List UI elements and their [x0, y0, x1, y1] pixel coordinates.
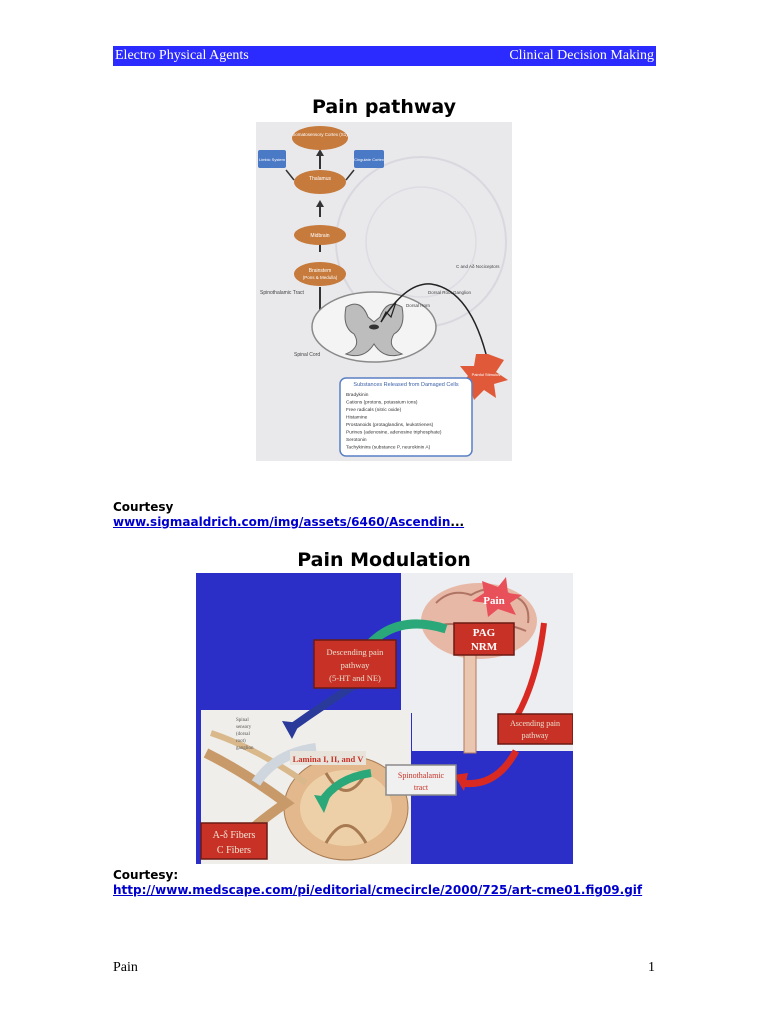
ganglion-label: Spinal sensory (dorsal root) ganglion	[236, 718, 254, 751]
svg-text:C and Aδ Nociceptors: C and Aδ Nociceptors	[456, 264, 500, 269]
svg-text:sensory: sensory	[236, 725, 252, 730]
brainstem-node: Brainstem (Pons & Medulla)	[294, 262, 346, 286]
thalamus-node: Thalamus	[294, 170, 346, 194]
spinothalamic-tract-box: Spinothalamic tract	[385, 764, 457, 796]
sigmaaldrich-link[interactable]: www.sigmaaldrich.com/img/assets/6460/Asc…	[113, 515, 464, 529]
svg-text:PAG: PAG	[473, 627, 496, 639]
svg-text:Pain: Pain	[483, 595, 504, 607]
svg-text:tract: tract	[414, 783, 429, 792]
svg-text:Lamina I, II, and V: Lamina I, II, and V	[293, 754, 365, 764]
midbrain-node: Midbrain	[294, 225, 346, 245]
substances-box: Substances Released from Damaged Cells B…	[339, 377, 473, 457]
svg-text:(5-HT and NE): (5-HT and NE)	[329, 673, 381, 683]
pain-modulation-figure: Pain PAG NRM Descending pain pathway (5-…	[196, 573, 573, 864]
link-ellipsis: ...	[450, 515, 465, 529]
somatosensory-cortex-node: Somatosensory Cortex (S1)	[292, 126, 348, 150]
svg-text:C Fibers: C Fibers	[217, 845, 251, 856]
svg-text:Limbic System: Limbic System	[259, 157, 286, 162]
substance-item: Prostanoids (protaglandins, leukotrienes…	[346, 422, 434, 428]
page-header: Electro Physical Agents Clinical Decisio…	[113, 46, 656, 66]
descending-pathway-box: Descending pain pathway (5-HT and NE)	[313, 639, 397, 689]
substance-item: Tachykinins (substance P, neurokinin A)	[346, 445, 431, 451]
svg-text:Spinothalamic: Spinothalamic	[398, 771, 445, 780]
svg-text:Ascending pain: Ascending pain	[510, 719, 560, 728]
svg-text:(dorsal: (dorsal	[236, 732, 250, 737]
pag-nrm-box: PAG NRM	[453, 622, 515, 656]
svg-text:Spinal Cord: Spinal Cord	[294, 352, 320, 358]
substance-item: Serotonin	[346, 437, 367, 443]
pain-pathway-diagram: Somatosensory Cortex (S1) Limbic System …	[256, 122, 512, 461]
svg-text:pathway: pathway	[521, 731, 548, 740]
svg-text:A-δ Fibers: A-δ Fibers	[213, 830, 256, 841]
svg-text:Painful Stimulus: Painful Stimulus	[472, 372, 501, 377]
medscape-link[interactable]: http://www.medscape.com/pi/editorial/cme…	[113, 883, 643, 897]
limbic-system-node: Limbic System	[258, 150, 286, 168]
courtesy-label-1: Courtesy	[113, 500, 174, 514]
substance-item: Histamine	[346, 415, 368, 421]
svg-text:NRM: NRM	[471, 641, 498, 653]
substance-item: Cations (protons, potassium ions)	[346, 400, 418, 406]
svg-text:Substances Released from Damag: Substances Released from Damaged Cells	[353, 382, 458, 388]
svg-text:Thalamus: Thalamus	[309, 176, 331, 182]
svg-text:(Pons & Medulla): (Pons & Medulla)	[303, 275, 338, 280]
lamina-label: Lamina I, II, and V	[290, 751, 366, 765]
svg-text:Spinal: Spinal	[236, 718, 249, 723]
svg-text:Spinothalamic Tract: Spinothalamic Tract	[260, 290, 305, 296]
header-left-text: Electro Physical Agents	[115, 48, 249, 63]
substance-item: Free radicals (nitric oxide)	[346, 407, 402, 413]
svg-text:ganglion: ganglion	[236, 746, 254, 751]
svg-text:Dorsal Root Ganglion: Dorsal Root Ganglion	[428, 290, 472, 295]
pain-modulation-diagram: Pain PAG NRM Descending pain pathway (5-…	[196, 573, 573, 864]
svg-text:Cingulate Cortex: Cingulate Cortex	[354, 157, 384, 162]
substance-item: Purines (adenosine, adenosine triphospha…	[346, 430, 442, 436]
pain-pathway-title: Pain pathway	[311, 96, 457, 118]
substance-item: Bradykinin	[346, 392, 369, 398]
pain-label: Pain	[472, 577, 522, 617]
header-right-text: Clinical Decision Making	[509, 48, 654, 63]
pain-pathway-figure: Somatosensory Cortex (S1) Limbic System …	[256, 122, 512, 461]
spinal-cord-cross-section	[311, 291, 437, 363]
svg-text:pathway: pathway	[341, 660, 371, 670]
cingulate-cortex-node: Cingulate Cortex	[354, 150, 384, 168]
svg-text:Brainstem: Brainstem	[309, 268, 332, 274]
svg-text:Descending pain: Descending pain	[327, 647, 385, 657]
sigmaaldrich-link-text[interactable]: www.sigmaaldrich.com/img/assets/6460/Asc…	[113, 515, 451, 529]
courtesy-label-2: Courtesy:	[113, 868, 179, 882]
svg-text:Midbrain: Midbrain	[310, 233, 329, 239]
footer-left-text: Pain	[113, 960, 138, 975]
pain-modulation-title: Pain Modulation	[297, 549, 471, 571]
fibers-box: A-δ Fibers C Fibers	[200, 822, 268, 860]
svg-text:Dorsal Horn: Dorsal Horn	[406, 303, 431, 308]
ascending-pathway-box: Ascending pain pathway	[497, 713, 573, 745]
page-number: 1	[648, 960, 655, 975]
svg-text:Somatosensory Cortex (S1): Somatosensory Cortex (S1)	[292, 132, 348, 137]
svg-text:root): root)	[236, 739, 246, 744]
